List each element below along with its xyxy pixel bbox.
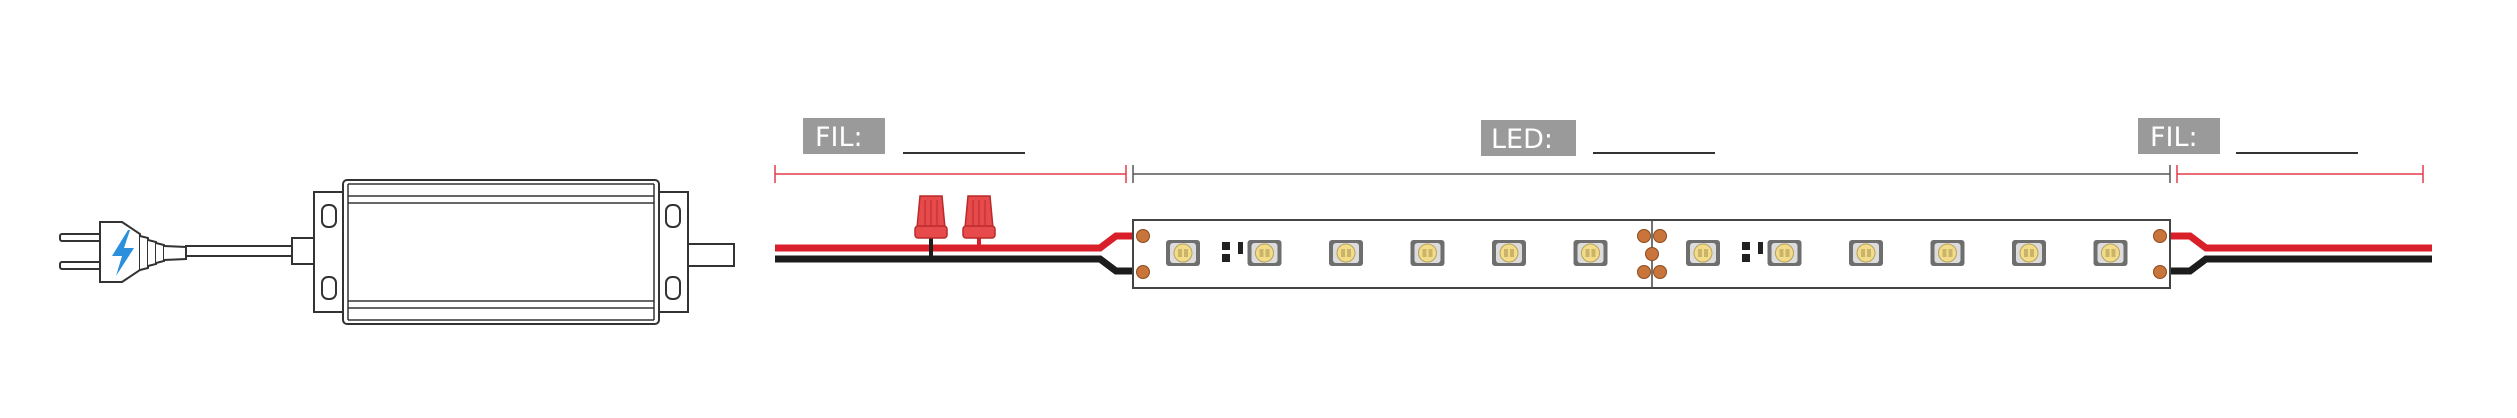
- solder-pad: [1136, 265, 1150, 279]
- label-fil-right: FIL:: [2138, 118, 2358, 154]
- power-supply: [59, 179, 735, 325]
- solder-pad: [1136, 229, 1150, 243]
- led-chip: [1767, 240, 1802, 266]
- label-fil-right-text: FIL:: [2150, 122, 2198, 153]
- wire-connector-2: [962, 195, 996, 250]
- led-chip: [1247, 240, 1282, 266]
- solder-pad: [1653, 265, 1667, 279]
- solder-pads: [1136, 229, 2167, 279]
- solder-pad: [2153, 229, 2167, 243]
- resistor: [1222, 242, 1243, 262]
- led-strip: [1132, 219, 2171, 289]
- plug-body: [99, 221, 187, 283]
- led-chip: [1166, 240, 1200, 266]
- label-led: LED:: [1481, 120, 1715, 156]
- solder-pad: [1653, 229, 1667, 243]
- solder-pad: [1645, 247, 1659, 261]
- label-fil-left: FIL:: [803, 118, 1025, 154]
- driver-output-stub: [687, 243, 735, 267]
- dimension-fil-left: [774, 165, 1127, 183]
- wires-right: [2168, 232, 2432, 275]
- lightning-bolt-icon: [112, 230, 134, 276]
- power-cord: [185, 245, 295, 257]
- led-chip: [2012, 240, 2046, 266]
- led-chip: [1329, 240, 1363, 266]
- solder-pad: [1637, 229, 1651, 243]
- led-chip: [1410, 240, 1445, 266]
- solder-pad: [1637, 265, 1651, 279]
- wire-connector-1: [914, 195, 948, 256]
- label-fil-left-text: FIL:: [815, 122, 863, 153]
- dimension-fil-right: [2176, 165, 2424, 183]
- resistor: [1742, 242, 1763, 262]
- led-chips: [1166, 240, 2128, 266]
- wires-left: [775, 232, 1138, 275]
- plug-prongs: [59, 233, 106, 270]
- led-chip: [1930, 240, 1965, 266]
- led-chip: [1573, 240, 1608, 266]
- solder-pad: [2153, 265, 2167, 279]
- label-led-text: LED:: [1491, 124, 1553, 155]
- led-chip: [1849, 240, 1883, 266]
- resistors: [1222, 242, 1763, 262]
- led-chip: [2093, 240, 2128, 266]
- led-chip: [1492, 240, 1526, 266]
- led-chip: [1686, 240, 1720, 266]
- driver-housing: [313, 179, 689, 325]
- dimension-led: [1132, 165, 2171, 183]
